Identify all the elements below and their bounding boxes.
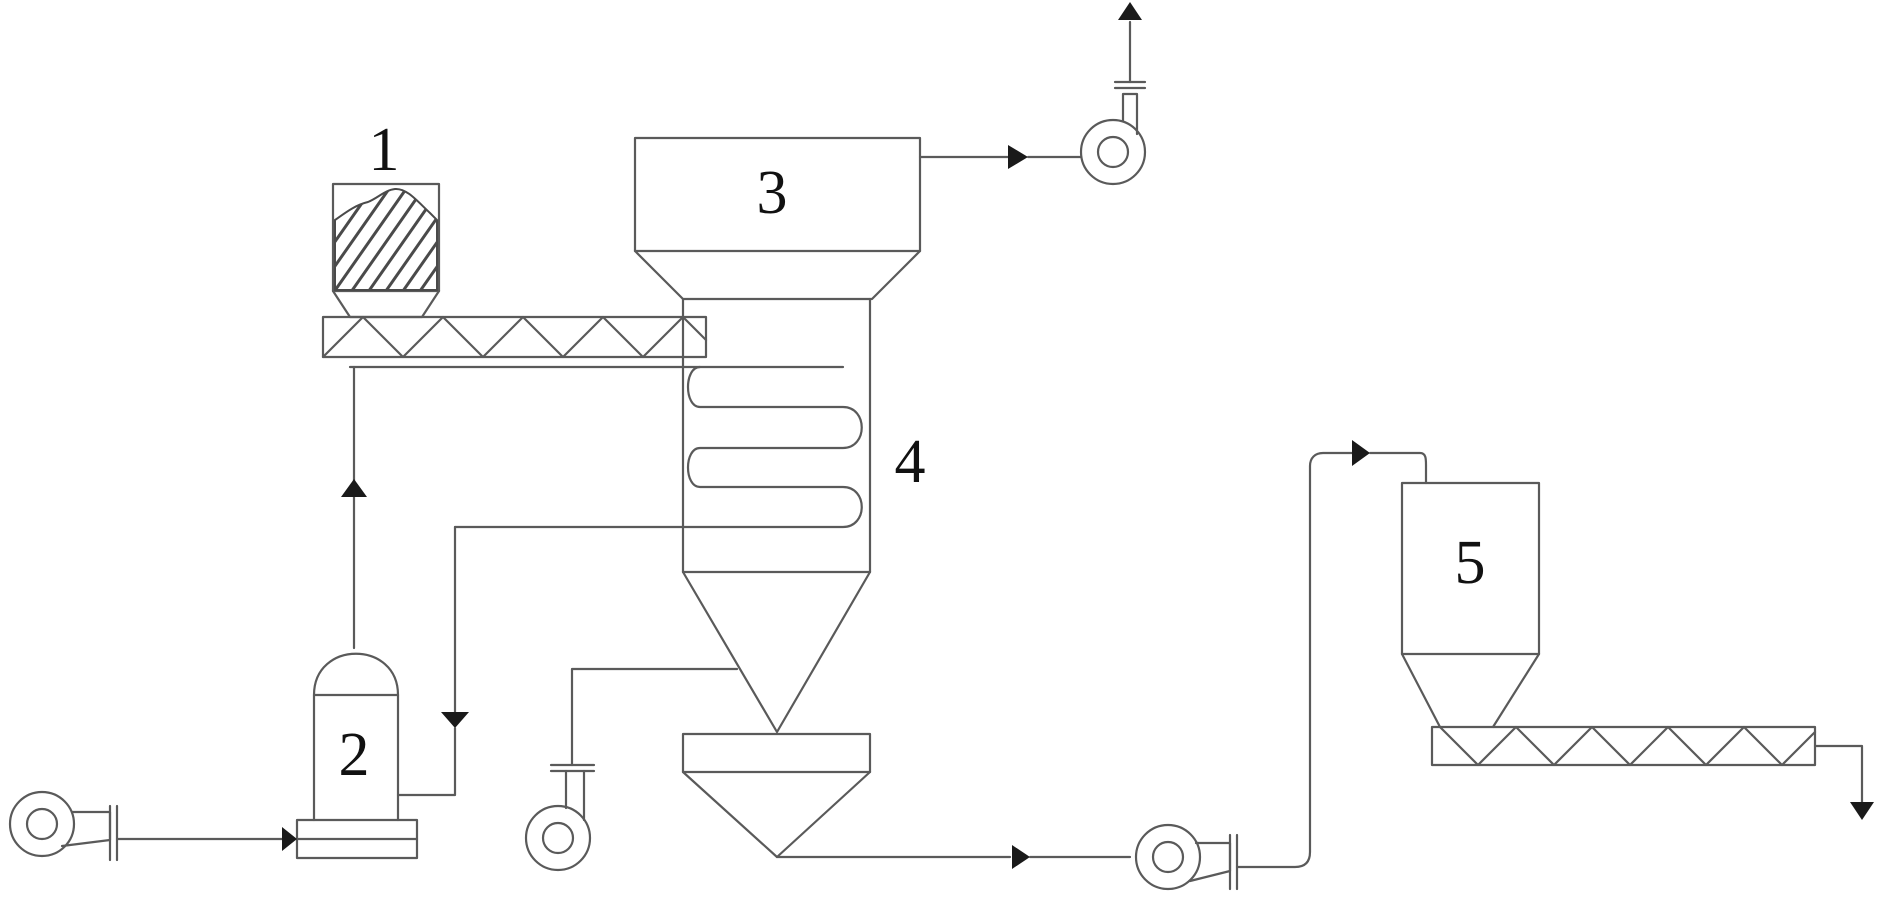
hot-gas-line: [341, 365, 367, 650]
exhaust-fan-top: [1079, 2, 1147, 186]
separator-head: [633, 136, 922, 301]
air-inlet-line: [115, 827, 297, 851]
arrow-up-icon-2: [341, 479, 367, 497]
collector: [1400, 481, 1541, 729]
arrow-down-icon-2: [1850, 802, 1874, 820]
heating-coil: [348, 365, 863, 529]
fan-middle: [524, 769, 592, 872]
arrow-right-icon-3: [1012, 845, 1030, 869]
arrow-right-icon: [1008, 145, 1028, 169]
screw-conveyor-bottom: [1430, 725, 1874, 820]
top-exhaust-line: [918, 145, 1082, 169]
screw-feeder-top: [321, 315, 708, 359]
label-4: 4: [895, 428, 926, 496]
arrow-right-icon-2: [282, 827, 297, 851]
arrow-up-icon: [1118, 2, 1142, 20]
fluidizing-line: [549, 667, 739, 773]
arrow-down-icon: [441, 712, 469, 728]
label-3: 3: [757, 159, 788, 227]
conveying-line: [1235, 440, 1428, 869]
inlet-fan-left: [8, 790, 119, 862]
reactor-column: [681, 297, 872, 734]
product-outlet-line: [775, 845, 1132, 869]
feed-hopper: [331, 182, 441, 319]
return-line: [396, 525, 469, 797]
label-1: 1: [369, 116, 400, 184]
label-2: 2: [339, 721, 370, 789]
bottom-receiver: [681, 732, 872, 859]
arrow-right-icon-4: [1352, 440, 1370, 466]
label-5: 5: [1455, 529, 1486, 597]
transfer-fan: [1134, 823, 1239, 891]
